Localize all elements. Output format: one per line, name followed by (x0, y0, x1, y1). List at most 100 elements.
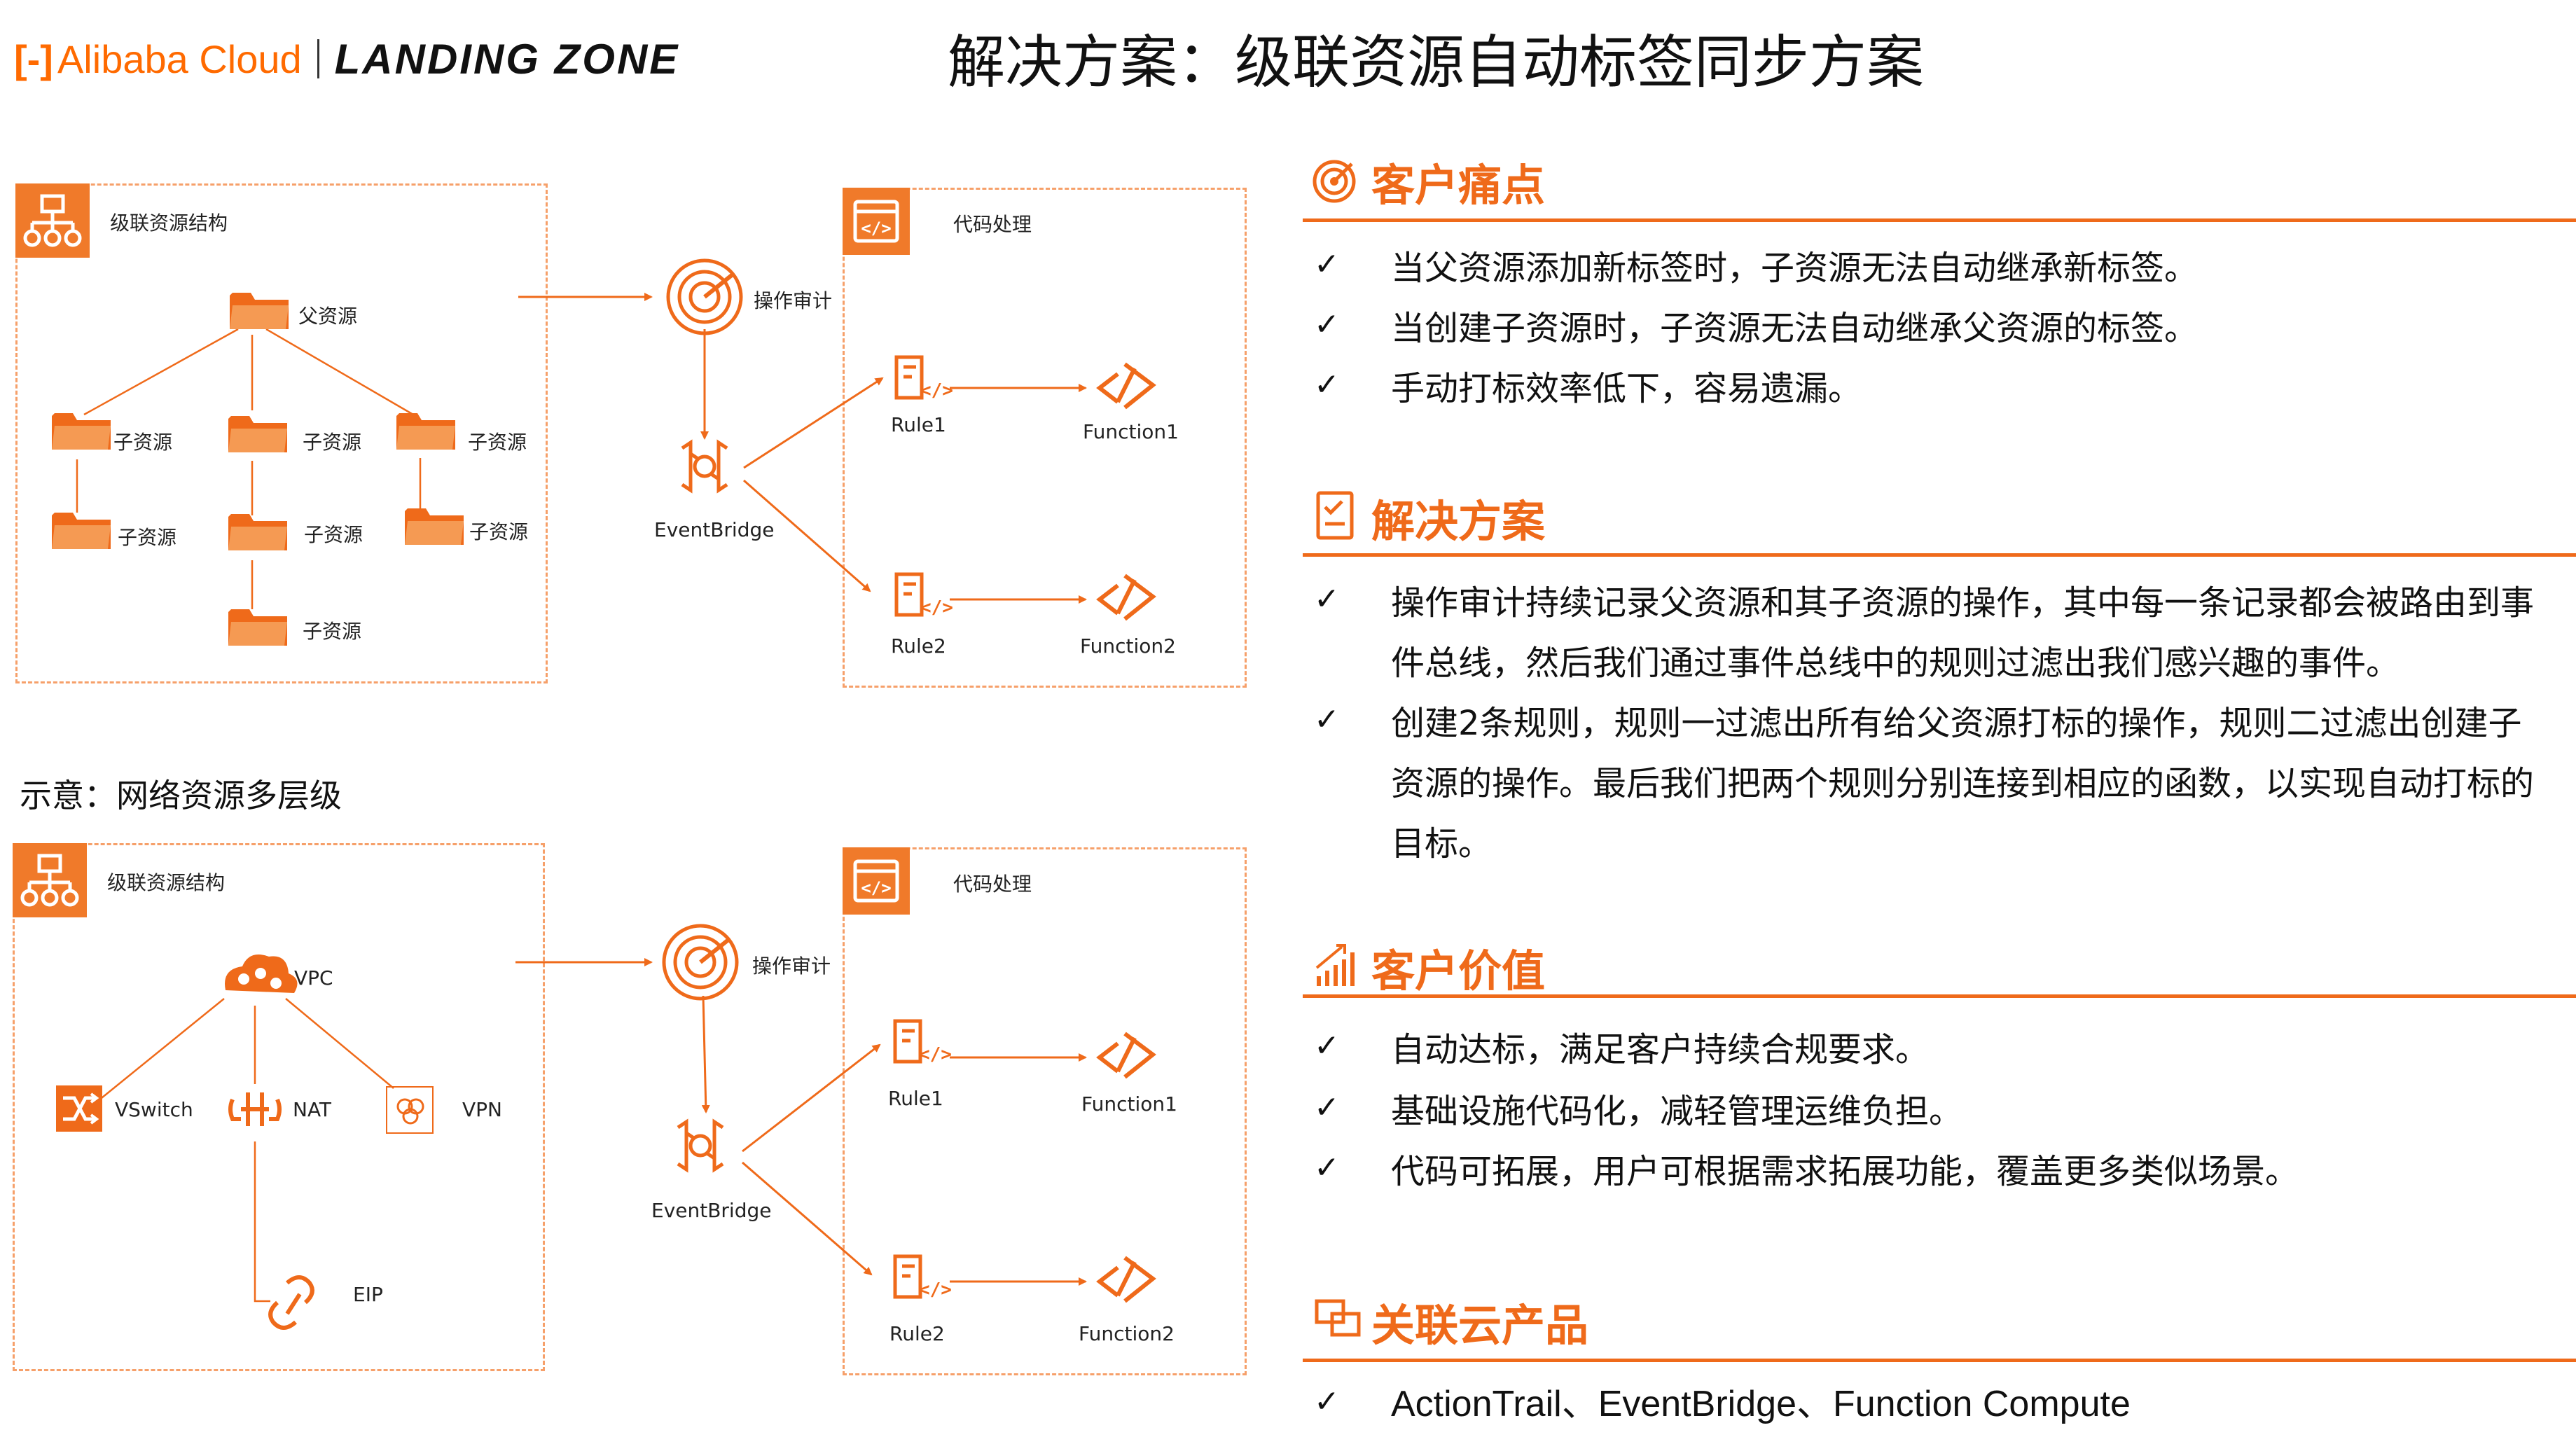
child-resource-label: 子资源 (303, 620, 362, 643)
function1-label: Function1 (1083, 420, 1179, 443)
alibaba-cloud-brand: Alibaba Cloud (57, 36, 302, 81)
child-folder-icon (228, 514, 287, 550)
org-structure-icon (15, 183, 90, 258)
svg-text:</>: </> (919, 1279, 952, 1300)
diagram-caption: 示意：网络资源多层级 (20, 777, 342, 814)
parent-resource-label: 父资源 (298, 305, 358, 328)
landing-zone-brand: LANDING ZONE (334, 35, 680, 83)
child-resource-label: 子资源 (113, 431, 173, 454)
rule2-icon: </> (894, 572, 953, 618)
linked-products-icon (1315, 1299, 1361, 1337)
function2-label: Function2 (1080, 634, 1176, 658)
rule1-label: Rule1 (888, 1087, 943, 1110)
value-item: 基础设施代码化，减轻管理运维负担。 (1391, 1092, 1963, 1131)
check-icon: ✓ (1314, 581, 1340, 617)
flow-arrows (518, 293, 1087, 604)
target-icon (1313, 160, 1356, 203)
function1-icon (1096, 1032, 1156, 1079)
nat-icon (228, 1092, 282, 1126)
rule2-label: Rule2 (889, 1322, 945, 1345)
solution-item-line: 创建2条规则，规则一过滤出所有给父资源打标的操作，规则二过滤出创建子 (1391, 704, 2522, 743)
alibaba-cloud-bracket-icon: [-] (14, 36, 53, 81)
page-title: 解决方案：级联资源自动标签同步方案 (947, 29, 1924, 96)
section-divider (1303, 553, 2576, 557)
solution-item-line: 目标。 (1391, 824, 1493, 863)
value-item: 代码可拓展，用户可根据需求拓展功能，覆盖更多类似场景。 (1391, 1152, 2299, 1191)
eventbridge-icon (677, 1118, 724, 1173)
product-item: ActionTrail、EventBridge、Function Compute (1391, 1384, 2131, 1424)
document-check-icon (1316, 491, 1354, 540)
pain-item: 当创建子资源时，子资源无法自动继承父资源的标签。 (1391, 309, 2198, 348)
action-audit-radar-icon (662, 924, 739, 1001)
solution-title: 解决方案 (1371, 496, 1546, 547)
rule2-icon: </> (893, 1254, 952, 1300)
solution-item-line: 资源的操作。最后我们把两个规则分别连接到相应的函数，以实现自动打标的 (1391, 764, 2535, 803)
parent-folder-icon (230, 293, 289, 329)
rule1-label: Rule1 (891, 413, 946, 436)
struct-label: 级联资源结构 (110, 211, 228, 235)
check-icon: ✓ (1314, 1028, 1340, 1064)
function2-icon (1096, 574, 1156, 621)
action-audit-label: 操作审计 (752, 954, 831, 978)
eip-icon (268, 1275, 314, 1330)
action-audit-radar-icon (666, 258, 743, 335)
vswitch-icon (56, 1085, 102, 1132)
check-icon: ✓ (1314, 367, 1340, 403)
logo-separator (317, 39, 319, 78)
child-folder-icon (405, 508, 464, 545)
alibaba-landing-zone-logo: [-] Alibaba Cloud LANDING ZONE (14, 31, 679, 87)
check-icon: ✓ (1314, 1384, 1340, 1419)
section-divider (1303, 218, 2576, 222)
struct-label: 级联资源结构 (107, 871, 226, 894)
check-icon: ✓ (1314, 307, 1340, 342)
solution-item-line: 件总线，然后我们通过事件总线中的规则过滤出我们感兴趣的事件。 (1391, 644, 2400, 683)
code-processing-box-2: </> 代码处理 (843, 847, 1247, 1375)
vpn-label: VPN (462, 1098, 502, 1121)
function1-icon (1096, 362, 1156, 410)
eventbridge-label: EventBridge (654, 518, 775, 541)
solution-item-line: 操作审计持续记录父资源和其子资源的操作，其中每一条记录都会被路由到事 (1391, 583, 2535, 623)
tree-connectors (76, 328, 422, 609)
value-title: 客户价值 (1371, 945, 1546, 997)
nat-label: NAT (293, 1098, 332, 1121)
rule1-icon: </> (894, 355, 953, 401)
code-processing-box-1: </> 代码处理 (843, 188, 1247, 688)
flow-arrows (515, 958, 1087, 1286)
function2-label: Function2 (1079, 1322, 1175, 1345)
vswitch-label: VSwitch (115, 1098, 193, 1121)
child-resource-label: 子资源 (468, 431, 527, 454)
child-folder-icon (396, 413, 455, 450)
child-folder-icon (52, 413, 111, 450)
child-resource-label: 子资源 (469, 520, 529, 543)
code-label: 代码处理 (953, 873, 1032, 896)
pain-item: 当父资源添加新标签时，子资源无法自动继承新标签。 (1391, 249, 2198, 288)
child-folder-icon (228, 609, 287, 646)
check-icon: ✓ (1314, 1090, 1340, 1125)
pain-item: 手动打标效率低下，容易遗漏。 (1391, 369, 1862, 408)
vpc-cloud-icon (225, 954, 298, 993)
section-divider (1303, 1359, 2576, 1362)
child-resource-label: 子资源 (304, 523, 363, 546)
check-icon: ✓ (1314, 1150, 1340, 1186)
org-structure-icon (13, 843, 87, 917)
eventbridge-icon (681, 439, 728, 494)
svg-text:</>: </> (861, 218, 891, 238)
action-audit-label: 操作审计 (754, 289, 833, 312)
cascade-structure-box-2: 级联资源结构 (13, 843, 545, 1371)
function1-label: Function1 (1081, 1092, 1177, 1116)
child-resource-label: 子资源 (118, 526, 177, 549)
svg-text:</>: </> (920, 380, 953, 401)
rule1-icon: </> (893, 1019, 952, 1065)
code-label: 代码处理 (953, 213, 1032, 236)
check-icon: ✓ (1314, 247, 1340, 282)
eip-label: EIP (353, 1283, 383, 1306)
svg-text:</>: </> (919, 1044, 952, 1065)
value-item: 自动达标，满足客户持续合规要求。 (1391, 1030, 1930, 1069)
diagram2-graphics: </> </> (56, 924, 1156, 1330)
cascade-structure-box-1: 级联资源结构 (15, 183, 548, 683)
child-folder-icon (52, 513, 111, 549)
growth-chart-icon (1315, 944, 1355, 986)
check-icon: ✓ (1314, 702, 1340, 737)
section-divider (1303, 994, 2576, 998)
code-icon: </> (843, 188, 910, 255)
